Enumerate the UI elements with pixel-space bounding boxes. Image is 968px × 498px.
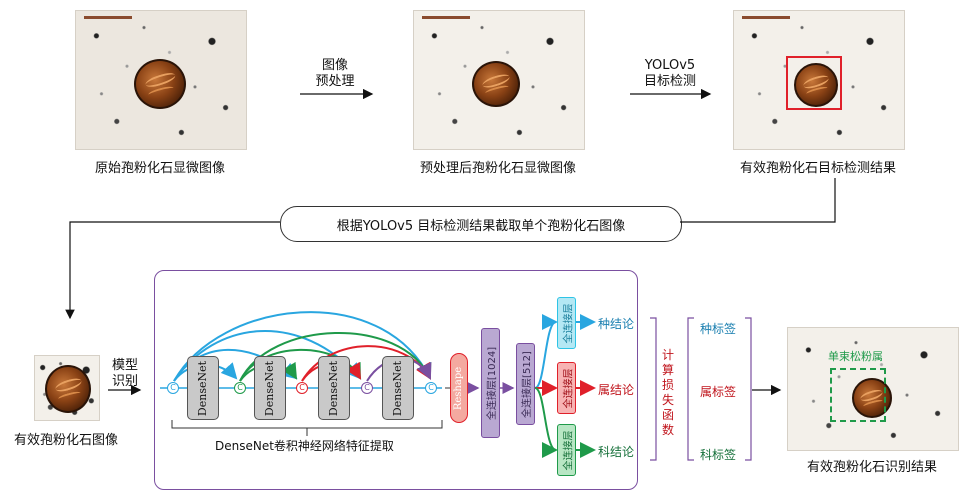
single-grain-caption: 有效孢粉化石图像: [13, 433, 118, 448]
concat-node-3: C: [296, 382, 308, 394]
result-box: [830, 368, 886, 422]
fc-genus-head: 全连接层: [557, 362, 576, 414]
detect-step-label: YOLOv5 目标检测: [643, 58, 696, 89]
feature-extraction-caption: DenseNet卷积神经网络特征提取: [215, 439, 394, 453]
species-label: 种标签: [700, 322, 737, 336]
genus-label: 属标签: [700, 385, 737, 399]
concat-node-5: C: [425, 382, 437, 394]
preprocessed-micrograph: [413, 10, 585, 150]
concat-node-1: C: [167, 382, 179, 394]
model-panel: [154, 270, 638, 490]
result-micrograph: 单束松粉属: [787, 327, 959, 451]
fc-species-head: 全连接层: [557, 297, 576, 349]
loss-function-label: 计算损失函数: [661, 348, 674, 437]
detection-micrograph: [733, 10, 905, 150]
concat-node-2: C: [234, 382, 246, 394]
single-grain-image: [34, 355, 100, 421]
family-output: 科结论: [598, 445, 635, 459]
original-caption: 原始孢粉化石显微图像: [94, 161, 225, 176]
fc-512-box: 全连接层[512]: [516, 343, 535, 425]
fc-1024-box: 全连接层[1024]: [481, 328, 500, 438]
detection-box: [786, 56, 842, 110]
original-micrograph: [75, 10, 247, 150]
densenet-block-4: DenseNet: [382, 356, 414, 420]
family-label: 科标签: [700, 448, 737, 462]
genus-output: 属结论: [598, 383, 635, 397]
result-tag: 单束松粉属: [828, 350, 883, 363]
preprocess-step-label: 图像 预处理: [315, 58, 355, 89]
fc-family-head: 全连接层: [557, 424, 576, 476]
preprocessed-caption: 预处理后孢粉化石显微图像: [419, 161, 576, 176]
densenet-block-1: DenseNet: [187, 356, 219, 420]
species-output: 种结论: [598, 317, 635, 331]
result-caption: 有效孢粉化石识别结果: [806, 460, 937, 475]
detection-caption: 有效孢粉化石目标检测结果: [739, 161, 896, 176]
densenet-block-2: DenseNet: [254, 356, 286, 420]
densenet-block-3: DenseNet: [318, 356, 350, 420]
reshape-box: Reshape: [450, 353, 468, 423]
crop-step-box: 根据YOLOv5 目标检测结果截取单个孢粉化石图像: [280, 206, 682, 242]
concat-node-4: C: [361, 382, 373, 394]
